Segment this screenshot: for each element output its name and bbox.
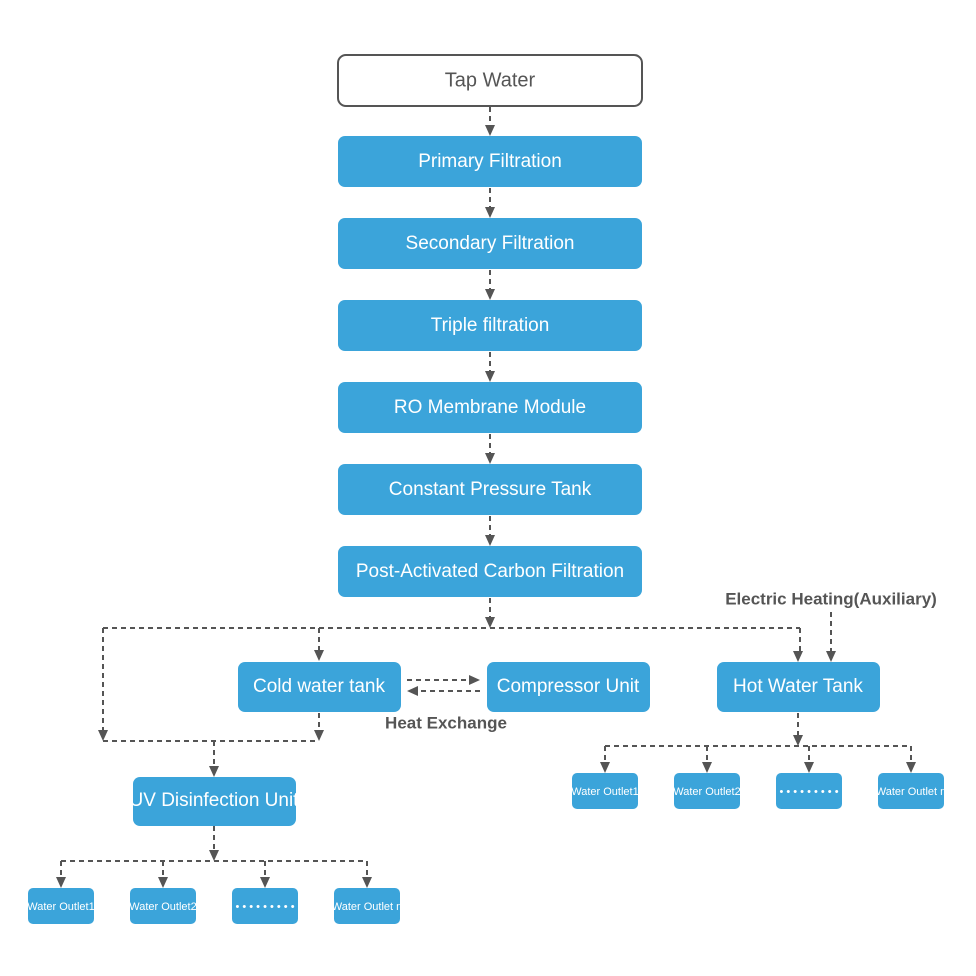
hot-outlet-connectors [600, 713, 916, 773]
arrowhead-uv-left [98, 730, 108, 741]
arrowhead-distribution [485, 617, 495, 628]
electric-heating-connector [826, 612, 836, 662]
arrowhead-hot-outlet-2 [702, 762, 712, 773]
primary-filtration-label: Primary Filtration [418, 151, 562, 172]
cold-outlet-n-box[interactable] [334, 888, 400, 924]
node-hot-outlet-n[interactable]: Water Outlet n [876, 773, 947, 809]
arrowhead-cold-outlet-1 [56, 877, 66, 888]
arrowhead-carbon [485, 535, 495, 546]
uv-disinfection-unit-label: UV Disinfection Unit [130, 790, 300, 811]
cold-outlet-2-label: Water Outlet2 [129, 901, 196, 913]
triple-filtration-box[interactable] [338, 300, 642, 351]
hot-outlet-1-label: Water Outlet1 [571, 786, 638, 798]
cold-outlet-ellipsis-label: • • • • • • • • • [235, 901, 294, 913]
arrowhead-hot-outlet-n [906, 762, 916, 773]
arrowhead-cold-outlet-ellipsis [260, 877, 270, 888]
cold-tank-to-uv-connectors [103, 713, 324, 777]
constant-pressure-tank-box[interactable] [338, 464, 642, 515]
node-constant-pressure-tank[interactable]: Constant Pressure Tank [338, 464, 642, 515]
ro-membrane-module-label: RO Membrane Module [394, 397, 586, 418]
node-compressor-unit[interactable]: Compressor Unit [487, 662, 650, 712]
arrowhead-cold-tank [314, 650, 324, 661]
compressor-unit-label: Compressor Unit [497, 676, 640, 697]
cold-outlet-1-label: Water Outlet1 [27, 901, 94, 913]
node-tap-water[interactable]: Tap Water [337, 54, 643, 107]
node-cold-outlet-1[interactable]: Water Outlet1 [27, 888, 95, 924]
post-activated-carbon-filtration-label: Post-Activated Carbon Filtration [356, 561, 624, 582]
constant-pressure-tank-label: Constant Pressure Tank [389, 479, 592, 500]
main-chain-connectors [485, 107, 495, 628]
cold-outlet-ellipsis-box[interactable] [232, 888, 298, 924]
node-hot-outlet-ellipsis[interactable]: • • • • • • • • • [776, 773, 842, 809]
hot-outlet-2-label: Water Outlet2 [673, 786, 740, 798]
arrowhead-secondary [485, 207, 495, 218]
distribution-bus [98, 627, 803, 741]
tap-water-box[interactable] [337, 54, 643, 107]
node-secondary-filtration[interactable]: Secondary Filtration [338, 218, 642, 269]
tap-water-label: Tap Water [445, 69, 536, 91]
uv-outlet-connectors [56, 826, 372, 888]
uv-disinfection-unit-box[interactable] [133, 777, 296, 826]
ro-membrane-module-box[interactable] [338, 382, 642, 433]
hot-water-tank-label: Hot Water Tank [733, 676, 863, 697]
node-hot-outlet-2[interactable]: Water Outlet2 [673, 773, 741, 809]
arrowhead-uv-unit [209, 766, 219, 777]
heat-exchange-connectors [407, 675, 480, 696]
node-cold-outlet-n[interactable]: Water Outlet n [332, 888, 403, 924]
electric-heating-label: Electric Heating(Auxiliary) [725, 589, 937, 608]
arrowhead-ro [485, 371, 495, 382]
secondary-filtration-box[interactable] [338, 218, 642, 269]
arrowhead-to-compressor [469, 675, 480, 685]
triple-filtration-label: Triple filtration [431, 315, 550, 336]
arrowhead-electric-heating [826, 651, 836, 662]
node-cold-outlet-ellipsis[interactable]: • • • • • • • • • [232, 888, 298, 924]
arrowhead-hot-bus [793, 735, 803, 746]
heat-exchange-label: Heat Exchange [385, 713, 507, 732]
node-uv-disinfection-unit[interactable]: UV Disinfection Unit [130, 777, 300, 826]
arrowhead-cold-outlet-n [362, 877, 372, 888]
hot-outlet-2-box[interactable] [674, 773, 740, 809]
arrowhead-hot-outlet-1 [600, 762, 610, 773]
hot-outlet-ellipsis-label: • • • • • • • • • [779, 786, 838, 798]
node-hot-outlet-1[interactable]: Water Outlet1 [571, 773, 639, 809]
cold-outlet-1-box[interactable] [28, 888, 94, 924]
hot-outlet-ellipsis-box[interactable] [776, 773, 842, 809]
arrowhead-cold-outlet-2 [158, 877, 168, 888]
node-hot-water-tank[interactable]: Hot Water Tank [717, 662, 880, 712]
arrowhead-hot-outlet-ellipsis [804, 762, 814, 773]
hot-outlet-1-box[interactable] [572, 773, 638, 809]
arrowhead-primary [485, 125, 495, 136]
secondary-filtration-label: Secondary Filtration [406, 233, 575, 254]
compressor-unit-box[interactable] [487, 662, 650, 712]
primary-filtration-box[interactable] [338, 136, 642, 187]
node-triple-filtration[interactable]: Triple filtration [338, 300, 642, 351]
arrowhead-hot-tank [793, 651, 803, 662]
post-activated-carbon-filtration-box[interactable] [338, 546, 642, 597]
hot-outlet-n-label: Water Outlet n [876, 786, 947, 798]
arrowhead-pressure [485, 453, 495, 464]
node-post-activated-carbon-filtration[interactable]: Post-Activated Carbon Filtration [338, 546, 642, 597]
node-cold-outlet-2[interactable]: Water Outlet2 [129, 888, 197, 924]
arrowhead-uv-bus [209, 850, 219, 861]
node-cold-water-tank[interactable]: Cold water tank [238, 662, 401, 712]
cold-outlet-2-box[interactable] [130, 888, 196, 924]
hot-water-tank-box[interactable] [717, 662, 880, 712]
arrowhead-triple [485, 289, 495, 300]
cold-water-tank-box[interactable] [238, 662, 401, 712]
node-primary-filtration[interactable]: Primary Filtration [338, 136, 642, 187]
cold-outlet-n-label: Water Outlet n [332, 901, 403, 913]
hot-outlet-n-box[interactable] [878, 773, 944, 809]
cold-water-tank-label: Cold water tank [253, 676, 386, 697]
node-ro-membrane-module[interactable]: RO Membrane Module [338, 382, 642, 433]
arrowhead-cold-tank-down [314, 730, 324, 741]
arrowhead-to-cold [407, 686, 418, 696]
